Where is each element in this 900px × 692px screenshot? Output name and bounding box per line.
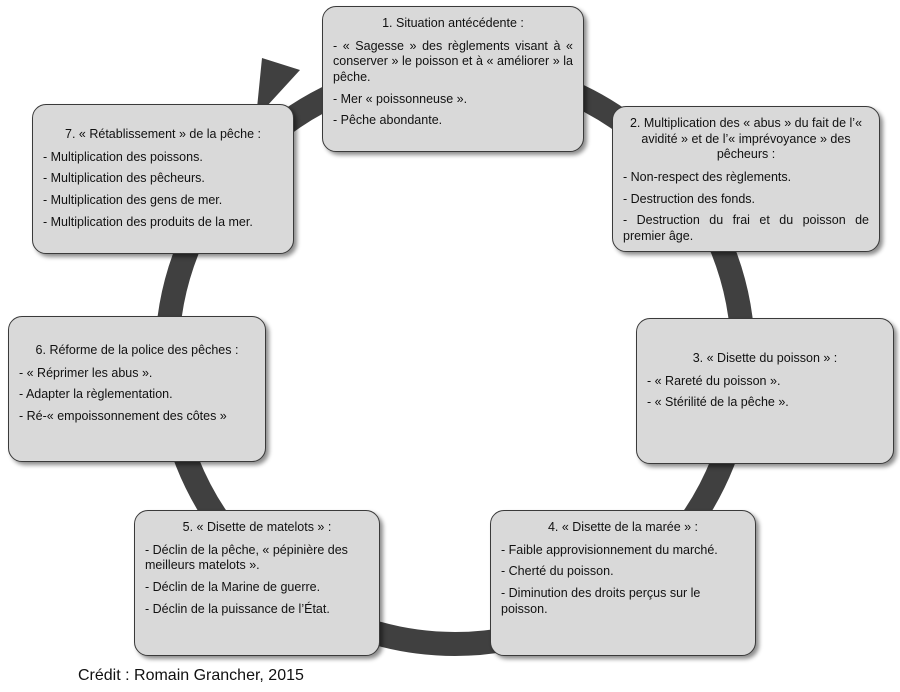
step-1-item: - « Sagesse » des règlements visant à « …	[333, 38, 573, 84]
step-5-box: 5. « Disette de matelots » : - Déclin de…	[134, 510, 380, 656]
step-7-item: - Multiplication des poissons.	[43, 149, 203, 164]
step-3-box: 3. « Disette du poisson » : - « Rareté d…	[636, 318, 894, 464]
step-2-item: - Destruction du frai et du poisson de p…	[623, 213, 869, 243]
step-4-title: 4. « Disette de la marée » :	[547, 520, 699, 534]
step-4-item: - Faible approvisionnement du marché.	[501, 542, 718, 557]
step-6-box: 6. Réforme de la police des pêches : - «…	[8, 316, 266, 462]
step-7-item: - Multiplication des gens de mer.	[43, 192, 223, 207]
step-2-title: 2. Multiplication des « abus » du fait d…	[629, 116, 863, 162]
step-1-item: - Mer « poissonneuse ».	[333, 91, 468, 106]
step-5-item: - Déclin de la pêche, « pépinière des me…	[145, 542, 348, 573]
step-1-title: 1. Situation antécédente :	[382, 16, 524, 30]
step-1-item: - Pêche abondante.	[333, 113, 443, 128]
step-4-item: - Cherté du poisson.	[501, 564, 614, 579]
step-6-item: - Ré-« empoissonnement des côtes »	[19, 408, 227, 423]
step-5-item: - Déclin de la Marine de guerre.	[145, 579, 321, 594]
step-3-item: - « Stérilité de la pêche ».	[647, 395, 789, 410]
step-2-box: 2. Multiplication des « abus » du fait d…	[612, 106, 880, 252]
step-6-item: - « Réprimer les abus ».	[19, 365, 153, 380]
step-3-item: - « Rareté du poisson ».	[647, 373, 781, 388]
step-4-item: - Diminution des droits perçus sur le po…	[501, 585, 701, 616]
step-6-item: - Adapter la règlementation.	[19, 387, 173, 402]
step-2-item: - Destruction des fonds.	[623, 191, 756, 206]
step-5-title: 5. « Disette de matelots » :	[182, 520, 332, 534]
step-4-box: 4. « Disette de la marée » : - Faible ap…	[490, 510, 756, 656]
step-5-item: - Déclin de la puissance de l’État.	[145, 601, 330, 616]
step-7-box: 7. « Rétablissement » de la pêche : - Mu…	[32, 104, 294, 254]
step-7-title: 7. « Rétablissement » de la pêche :	[65, 127, 261, 141]
step-7-item: - Multiplication des pêcheurs.	[43, 171, 205, 186]
step-7-item: - Multiplication des produits de la mer.	[43, 214, 253, 229]
cycle-arrowhead-icon	[256, 58, 300, 118]
step-2-item: - Non-respect des règlements.	[623, 169, 792, 184]
step-6-title: 6. Réforme de la police des pêches :	[35, 343, 239, 357]
step-3-title: 3. « Disette du poisson » :	[692, 351, 838, 365]
step-1-box: 1. Situation antécédente : - « Sagesse »…	[322, 6, 584, 152]
credit-text: Crédit : Romain Grancher, 2015	[78, 667, 304, 684]
